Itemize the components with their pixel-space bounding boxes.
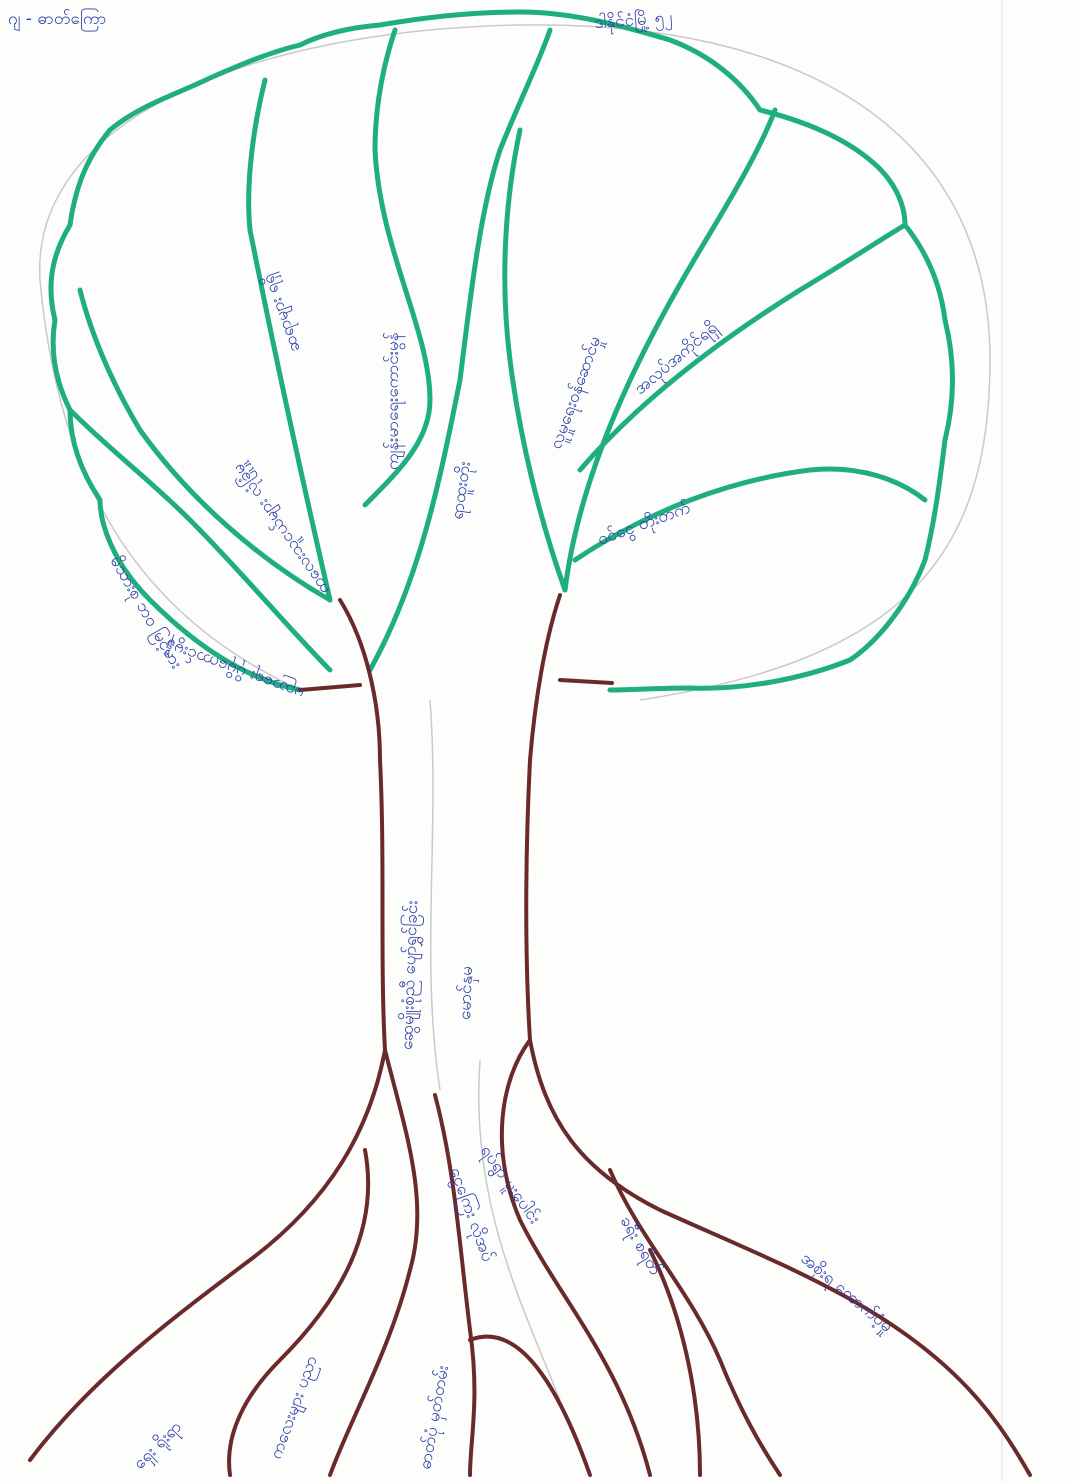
root-3 — [330, 1050, 417, 1475]
crown-vein-5 — [505, 130, 565, 590]
trunk-right-edge — [526, 595, 560, 1040]
header-left-note: ဂျ - ဓာတ်ကြော — [8, 7, 107, 32]
root-label-5: ရပ်ရွာ ပူးပေါင်း — [473, 1141, 545, 1230]
branch-label-1: ပညာရေး ပိုမိုကောင်းမွန် — [162, 632, 307, 704]
branch-label-4: ကျန်းမာရေးကောင်းမွန် — [383, 332, 406, 470]
root-label-6: ခရီး စရိတ် — [613, 1213, 665, 1281]
root-7 — [530, 1040, 1030, 1475]
root-2 — [229, 1150, 368, 1475]
root-label-2: ကလေးများ ပညာ — [266, 1353, 325, 1463]
trunk-left-edge — [340, 600, 385, 1050]
pencil-guide-trunk — [430, 700, 560, 1400]
crown-vein-8 — [575, 469, 925, 560]
branch-label-7: အလုပ်အကိုင်ရရှိ — [630, 318, 723, 401]
root-1 — [30, 1050, 385, 1460]
crown-outline — [51, 12, 953, 690]
branch-label-9: မိသားစု ဘဝ မြင့်မား — [103, 552, 188, 674]
root-6 — [502, 1040, 650, 1475]
branch-label-5: ရာထူးတိုး — [447, 460, 478, 521]
pencil-guide-crown — [40, 25, 990, 700]
trunk-stub-left — [300, 685, 360, 690]
branch-label-6: လူမှုရေးဝန်ဆောင်မှု — [546, 334, 608, 453]
trunk-stub-right — [560, 680, 612, 683]
root-5 — [470, 1337, 590, 1475]
root-label-3: ဓာတ်ပုံ မှတ်တမ်း — [415, 1364, 456, 1471]
root-label-1: ရှေး ရိုးရာ — [129, 1417, 188, 1476]
crown-vein-7 — [580, 225, 905, 470]
trunk-label-2: မောင်နှမ — [455, 966, 480, 1021]
root-label-7: အစိုးရ ထောက်ပံ့မှု — [795, 1249, 897, 1339]
trunk-label-1: ဆွေမျိုးစုံညီ ပျော်ရွှင်ခြင်း — [395, 900, 425, 1050]
branch-label-8: ဝင်ငွေ တိုးတက် — [595, 498, 694, 553]
root-label-4: ငွေကြေး လိုအပ် — [442, 1164, 499, 1265]
